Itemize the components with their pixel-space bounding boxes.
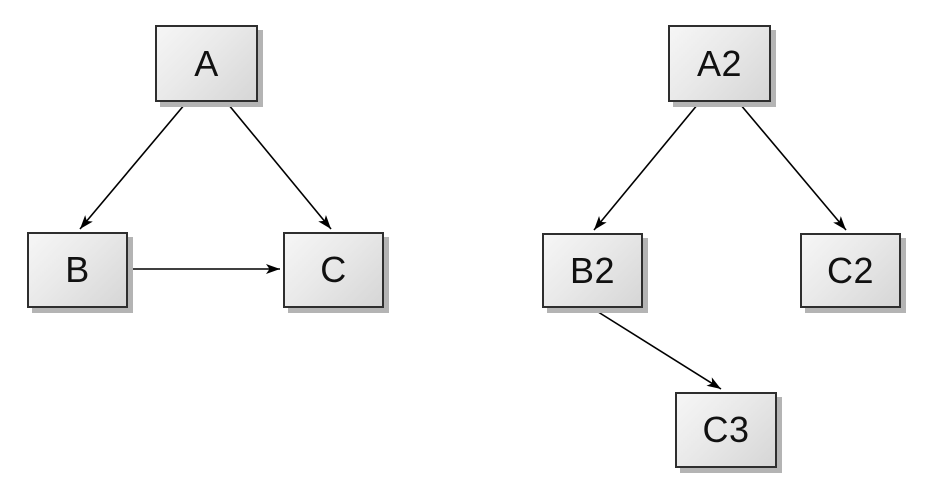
node-B2-label: B2 (569, 249, 616, 291)
node-C2[interactable]: C2 (800, 233, 901, 308)
node-B2[interactable]: B2 (542, 233, 643, 308)
node-C3[interactable]: C3 (675, 392, 777, 468)
edge-B2-to-C3 (594, 309, 722, 390)
node-C[interactable]: C (283, 232, 384, 308)
edge-A-to-B (79, 103, 186, 230)
node-B[interactable]: B (27, 232, 128, 308)
node-A-label: A (194, 42, 219, 84)
edge-A2-to-B2 (593, 103, 699, 231)
node-A[interactable]: A (155, 25, 258, 102)
node-A2[interactable]: A2 (668, 25, 771, 102)
node-B-label: B (65, 249, 90, 290)
node-C-label: C (320, 249, 347, 290)
node-C2-label: C2 (826, 249, 875, 291)
node-A2-label: A2 (696, 42, 743, 84)
edge-A-to-C (227, 103, 332, 230)
node-C3-label: C3 (702, 409, 750, 450)
edge-A2-to-C2 (739, 103, 847, 231)
